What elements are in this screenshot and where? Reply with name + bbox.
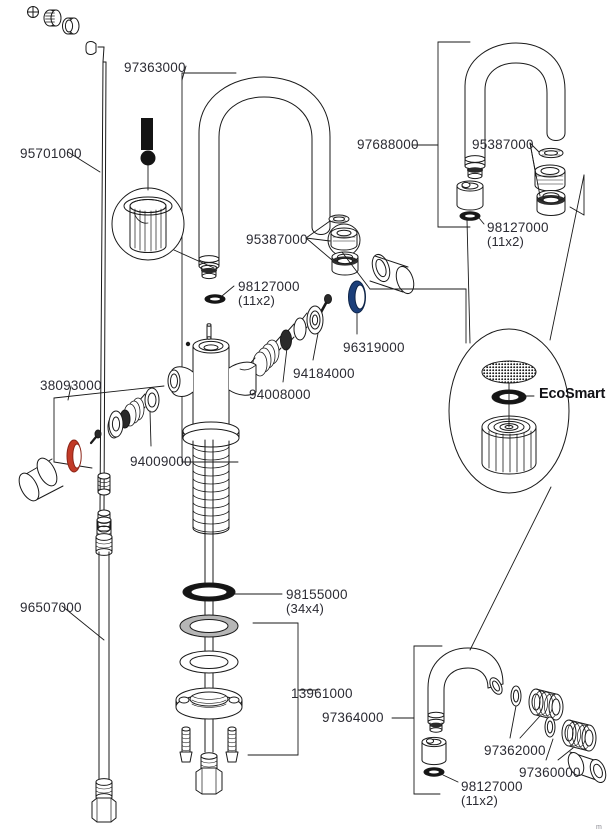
label-97362000: 97362000: [484, 743, 546, 758]
label-95387000-topright: 95387000: [472, 137, 534, 152]
label-98127000-topright: 98127000: [487, 220, 549, 235]
detail-circle-sleeve: [111, 187, 185, 261]
part-98127000-oring-topright: [459, 211, 481, 221]
label-94009000: 94009000: [130, 454, 192, 469]
part-97364000-spout-bottom: [421, 647, 504, 777]
part-97363000-spout-left: [198, 76, 331, 280]
bracket-13961000: [247, 622, 319, 756]
label-98155000-qty: (34x4): [286, 601, 325, 616]
part-96507000-hose: [91, 516, 117, 823]
sleeve-97688000: [456, 180, 484, 211]
part-handle-sleeve-right: [369, 253, 415, 295]
label-98127000-bottomright-qty: (11x2): [461, 793, 499, 808]
detail-ecosmart-aerator: [448, 328, 570, 494]
label-94184000: 94184000: [293, 366, 355, 381]
label-97363000: 97363000: [124, 60, 186, 75]
label-95701000: 95701000: [20, 146, 82, 161]
part-13961000-mounting-kit: [175, 614, 243, 795]
bracket-97364000: [391, 645, 443, 795]
label-97688000: 97688000: [357, 137, 419, 152]
part-95387000-set-topright: [534, 147, 566, 216]
part-96319000-blue-seal: [348, 280, 366, 314]
label-97364000: 97364000: [322, 710, 384, 725]
part-95701000-pull-rod: [85, 41, 107, 511]
main-body-column: [167, 323, 257, 753]
part-94184000-screw: [318, 294, 332, 316]
adapter-body-b: [561, 719, 597, 752]
part-98127000-oring-mid: [204, 294, 226, 304]
corner-mark: m: [596, 824, 602, 831]
screw-right: [225, 726, 239, 763]
label-98127000-topright-qty: (11x2): [487, 234, 525, 249]
label-98155000: 98155000: [286, 587, 348, 602]
label-94008000: 94008000: [249, 387, 311, 402]
label-98127000-middle: 98127000: [238, 279, 300, 294]
part-97360000-adapter: [544, 716, 607, 784]
part-97362000-adapter: [510, 685, 564, 721]
label-96507000: 96507000: [20, 600, 82, 615]
bracket-97688000: [411, 41, 471, 228]
small-parts-top-left: [27, 6, 80, 35]
label-98127000-middle-qty: (11x2): [238, 293, 276, 308]
part-97688000-spout-right: [464, 42, 566, 180]
label-97360000: 97360000: [519, 765, 581, 780]
label-98127000-bottomright: 98127000: [461, 779, 523, 794]
label-13961000: 13961000: [291, 686, 353, 701]
part-98155000-oring: [182, 582, 236, 602]
screw-left: [179, 726, 193, 763]
adapter-body-a: [528, 688, 564, 721]
ecosmart-callout-label: EcoSmart: [539, 386, 606, 402]
label-38093000: 38093000: [40, 378, 102, 393]
part-38093000-handle: [18, 410, 124, 502]
part-95387000-set-middle: [327, 214, 361, 276]
label-95387000-middle: 95387000: [246, 232, 308, 247]
marker-black-parts: [140, 118, 156, 166]
label-96319000: 96319000: [343, 340, 405, 355]
